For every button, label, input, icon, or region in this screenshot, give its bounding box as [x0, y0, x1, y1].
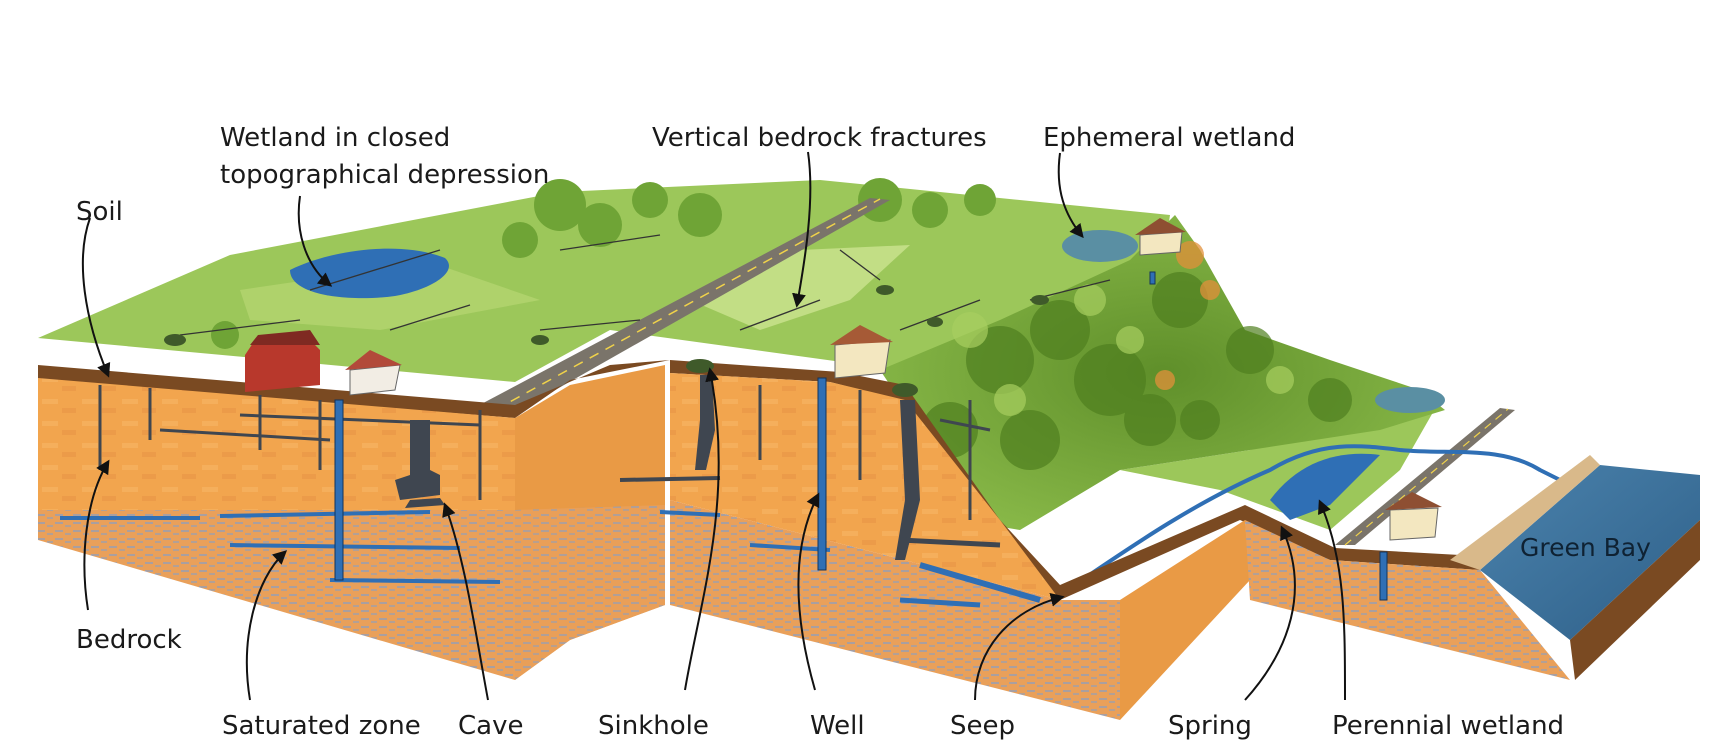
label-perennial-wetland: Perennial wetland [1332, 711, 1564, 741]
surface-fracture-lines [179, 234, 1111, 336]
leader-lines [81, 151, 1346, 701]
saturated-left-block [38, 510, 515, 680]
label-soil: Soil [76, 197, 123, 227]
green-bay-front [1570, 520, 1700, 680]
label-cave: Cave [458, 711, 523, 741]
barn-icon [245, 330, 320, 392]
caves-and-fractures [98, 375, 1001, 560]
well-icon [334, 271, 1388, 601]
surface-stream [1058, 444, 1561, 597]
label-wetland-closed-2: topographical depression [220, 160, 549, 190]
label-spring: Spring [1168, 711, 1252, 741]
ephemeral-wetland-pond [1062, 230, 1138, 262]
soil-layer [38, 360, 1480, 600]
saturated-middle-block [670, 500, 1120, 720]
bedrock-left-block [38, 378, 515, 510]
saturated-right-block [1245, 520, 1570, 680]
label-well: Well [810, 711, 865, 741]
house-icon [345, 218, 1442, 541]
perennial-wetland-water [1270, 453, 1380, 520]
label-ephemeral-wetland: Ephemeral wetland [1043, 123, 1295, 153]
bedrock-right-block [1120, 520, 1250, 720]
bay-shore [1450, 455, 1600, 570]
label-bedrock: Bedrock [76, 625, 182, 655]
label-wetland-closed-1: Wetland in closed [220, 123, 450, 153]
diagram-labels: Soil Wetland in closed topographical dep… [76, 123, 1651, 741]
green-bay-surface [1480, 465, 1700, 640]
label-vertical-fractures: Vertical bedrock fractures [652, 123, 987, 153]
label-saturated-zone: Saturated zone [222, 711, 421, 741]
label-seep: Seep [950, 711, 1015, 741]
forest-pond [1375, 387, 1445, 413]
groundwater-channels [60, 510, 1041, 608]
label-sinkhole: Sinkhole [598, 711, 709, 741]
label-green-bay: Green Bay [1520, 533, 1651, 562]
road-lower [1335, 408, 1515, 545]
sinkhole-mounds [164, 285, 1049, 397]
